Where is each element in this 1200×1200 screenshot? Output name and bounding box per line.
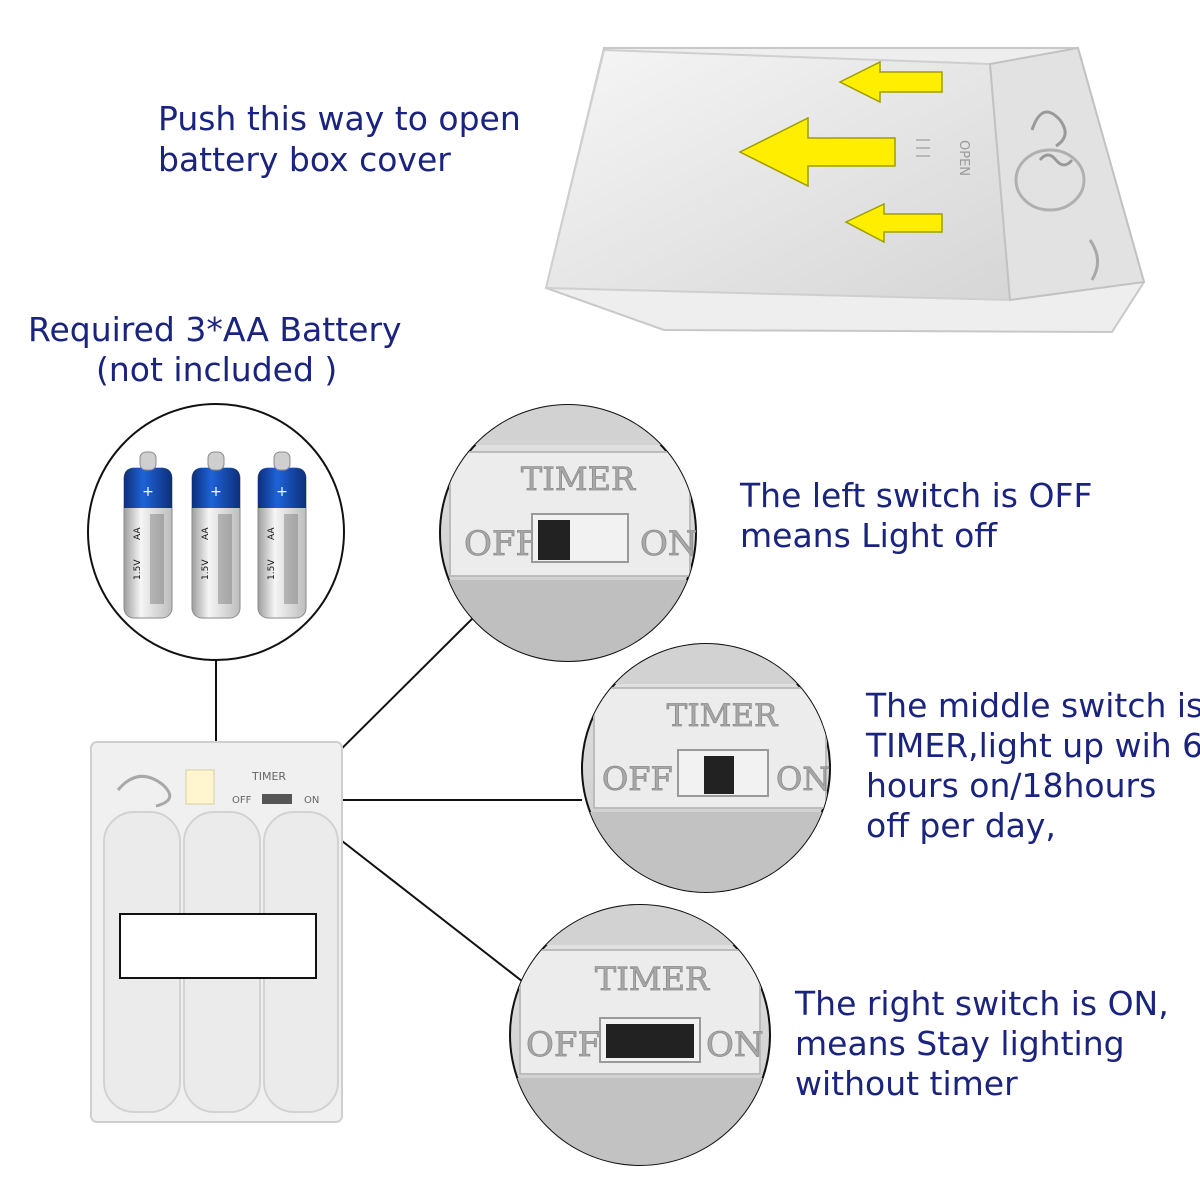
svg-text:+: + bbox=[276, 484, 288, 500]
svg-text:+: + bbox=[210, 484, 222, 500]
holder-switch bbox=[262, 794, 292, 804]
battery-note-line2: (not included ) bbox=[96, 350, 338, 389]
arrow-left-icon bbox=[738, 116, 896, 188]
open-instruction-line2: battery box cover bbox=[158, 140, 451, 179]
svg-text:AA: AA bbox=[267, 527, 277, 540]
svg-text:ON: ON bbox=[706, 1025, 764, 1065]
switch-knob-off bbox=[538, 520, 570, 560]
aa-battery-2: + 1.5V AA bbox=[191, 451, 241, 619]
middle-switch-line3: hours on/18hours bbox=[866, 766, 1157, 805]
right-switch-line3: without timer bbox=[795, 1064, 1018, 1103]
label-box bbox=[119, 913, 317, 979]
svg-text:ON: ON bbox=[776, 760, 830, 798]
arrow-left-icon bbox=[838, 60, 943, 104]
zoom-switch-on: TIMER OFF ON bbox=[509, 904, 771, 1166]
svg-text:1.5V: 1.5V bbox=[267, 559, 277, 580]
svg-text:TIMER: TIMER bbox=[667, 698, 779, 734]
zoom-switch-timer: TIMER OFF ON bbox=[581, 643, 831, 893]
open-instruction-line1: Push this way to open bbox=[158, 99, 521, 138]
aa-battery-1: + 1.5V AA bbox=[123, 451, 173, 619]
svg-text:TIMER: TIMER bbox=[595, 960, 710, 998]
svg-text:1.5V: 1.5V bbox=[201, 559, 211, 580]
left-switch-line2: means Light off bbox=[740, 516, 998, 555]
holder-off-label: OFF bbox=[232, 795, 252, 806]
batteries-circle: + 1.5V AA + 1.5V AA + 1.5V AA bbox=[87, 403, 345, 661]
svg-text:OFF: OFF bbox=[526, 1025, 601, 1065]
svg-text:OFF: OFF bbox=[464, 524, 539, 564]
battery-note-line1: Required 3*AA Battery bbox=[28, 310, 402, 349]
svg-text:AA: AA bbox=[201, 527, 211, 540]
svg-text:TIMER: TIMER bbox=[521, 460, 636, 498]
svg-text:ON: ON bbox=[640, 524, 698, 564]
middle-switch-line2: TIMER,light up wih 6 bbox=[866, 726, 1200, 765]
svg-text:+: + bbox=[142, 484, 154, 500]
battery-box-top-view: OPEN bbox=[544, 46, 1146, 334]
aa-battery-3: + 1.5V AA bbox=[257, 451, 307, 619]
switch-knob-timer bbox=[704, 756, 734, 794]
svg-text:OFF: OFF bbox=[602, 760, 673, 798]
arrow-left-icon bbox=[844, 202, 943, 244]
open-embossed-label: OPEN bbox=[956, 140, 971, 176]
left-switch-line1: The left switch is OFF bbox=[740, 476, 1093, 515]
right-switch-line1: The right switch is ON, bbox=[795, 984, 1169, 1023]
battery-holder-bottom: TIMER OFF ON bbox=[90, 741, 343, 1123]
right-switch-line2: means Stay lighting bbox=[795, 1024, 1125, 1063]
switch-knob-on bbox=[606, 1024, 694, 1058]
middle-switch-line4: off per day, bbox=[866, 806, 1056, 845]
push-arrows bbox=[738, 60, 943, 244]
zoom-switch-off: TIMER OFF ON bbox=[439, 404, 698, 662]
middle-switch-line1: The middle switch is bbox=[866, 686, 1200, 725]
svg-text:1.5V: 1.5V bbox=[133, 559, 143, 580]
holder-on-label: ON bbox=[304, 795, 319, 806]
holder-timer-label: TIMER bbox=[251, 770, 286, 783]
svg-text:AA: AA bbox=[133, 527, 143, 540]
